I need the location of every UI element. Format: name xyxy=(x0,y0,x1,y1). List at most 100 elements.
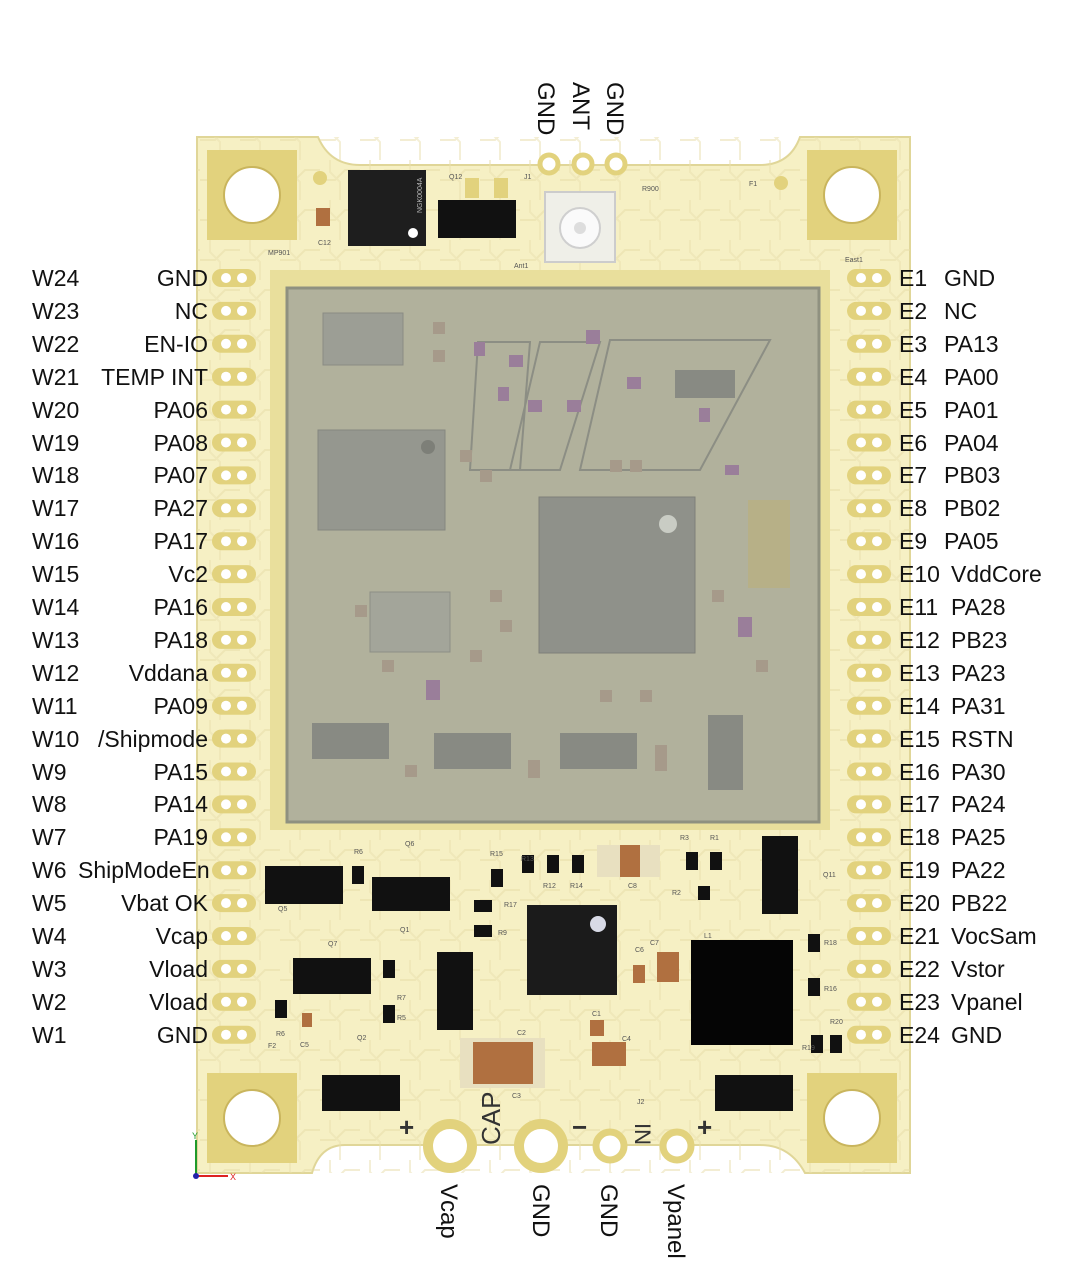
west-pad-w22 xyxy=(212,334,256,353)
west-pin-name: PA18 xyxy=(153,626,208,653)
east-pad-e13 xyxy=(847,663,891,682)
west-pad-w10 xyxy=(212,729,256,748)
west-pin-name: Vcap xyxy=(155,923,208,949)
silk-r1: R1 xyxy=(710,835,719,842)
silk-q12: Q12 xyxy=(449,174,462,181)
west-pin-number: W14 xyxy=(32,594,80,620)
east-pin-name: PA28 xyxy=(951,594,1006,620)
silk-r3: R3 xyxy=(680,835,689,842)
east-pin-number: E13 xyxy=(899,659,940,686)
silk-r18: R18 xyxy=(824,940,837,947)
west-pin-number: W5 xyxy=(32,890,67,917)
plus-mark-left: + xyxy=(399,1112,414,1142)
silk-j2: J2 xyxy=(637,1099,645,1106)
west-pin-name: Vload xyxy=(149,955,208,982)
silk-r6a: R6 xyxy=(354,849,363,856)
west-pin-number: W8 xyxy=(32,791,67,818)
west-pin-name: Vddana xyxy=(128,659,208,686)
west-pin-number: W16 xyxy=(32,528,80,555)
plus-mark-right: + xyxy=(697,1112,712,1142)
west-pin-number: W7 xyxy=(32,824,67,851)
silk-r5: R5 xyxy=(397,1015,406,1022)
east-pin-number: E16 xyxy=(899,758,940,785)
east-pin-number: E4 xyxy=(899,363,928,390)
silk-r17: R17 xyxy=(504,902,517,909)
east-pad-e9 xyxy=(847,532,891,551)
cap-mark: CAP xyxy=(476,1092,506,1145)
east-pin-number: E23 xyxy=(899,988,940,1015)
axis-y-label: Y xyxy=(192,1131,198,1141)
west-pin-number: W6 xyxy=(32,857,67,884)
east-pin-number: E2 xyxy=(899,297,928,324)
silk-r6b: R6 xyxy=(276,1031,285,1038)
west-pin-number: W3 xyxy=(32,955,67,982)
east-pad-e3 xyxy=(847,334,891,353)
silk-east1: East1 xyxy=(845,257,863,264)
silk-c12: C12 xyxy=(318,240,331,247)
east-pin-name: PA01 xyxy=(944,396,999,423)
mounting-holes xyxy=(207,150,897,1163)
silk-r2: R2 xyxy=(672,890,681,897)
east-pin-number: E22 xyxy=(899,955,940,982)
bottom-pin-label-vcap: Vcap xyxy=(435,1184,462,1239)
west-pin-name: Vload xyxy=(149,988,208,1015)
east-pin-number: E11 xyxy=(899,594,939,620)
west-pad-w23 xyxy=(212,301,256,320)
east-pin-name: GND xyxy=(944,265,996,291)
bottom-pin-label-vpanel: Vpanel xyxy=(662,1184,689,1259)
west-pad-w6 xyxy=(212,861,256,880)
west-pin-number: W20 xyxy=(32,396,80,423)
east-pin-name: PB22 xyxy=(951,890,1008,917)
east-pin-number: E12 xyxy=(899,626,940,653)
top-pin-label-gnd-right: GND xyxy=(601,82,628,136)
east-pin-name: PA13 xyxy=(944,330,999,357)
east-pin-name: PA04 xyxy=(944,429,999,456)
east-pad-e14 xyxy=(847,696,891,715)
silk-f2: F2 xyxy=(268,1043,276,1050)
east-pin-number: E7 xyxy=(899,462,928,489)
west-pin-name: TEMP INT xyxy=(101,363,208,390)
silk-r20: R20 xyxy=(830,1019,843,1026)
east-pin-number: E3 xyxy=(899,330,928,357)
west-pin-number: W22 xyxy=(32,330,80,357)
silk-c2: C2 xyxy=(517,1030,526,1037)
east-pin-number: E6 xyxy=(899,429,928,456)
east-pin-name: GND xyxy=(951,1021,1003,1048)
east-pin-name: PB03 xyxy=(944,462,1001,489)
west-pin-number: W9 xyxy=(32,758,67,785)
silk-r900: R900 xyxy=(642,186,659,193)
west-pin-number: W23 xyxy=(32,297,80,324)
west-pad-w7 xyxy=(212,828,256,847)
west-pin-name: Vbat OK xyxy=(121,890,208,917)
east-pin-name: Vpanel xyxy=(951,988,1023,1015)
west-pad-w11 xyxy=(212,696,256,715)
west-castellations xyxy=(212,269,256,1044)
silk-q11: Q11 xyxy=(823,872,836,879)
silk-chip-marking: NGK0004A xyxy=(417,177,424,213)
east-pin-name: PB02 xyxy=(944,495,1001,522)
west-pad-w17 xyxy=(212,499,256,518)
west-pin-name: PA19 xyxy=(153,824,208,851)
east-pad-e23 xyxy=(847,992,891,1011)
east-pin-number: E5 xyxy=(899,396,928,423)
west-pin-number: W18 xyxy=(32,462,80,489)
east-pad-e15 xyxy=(847,729,891,748)
west-pad-w21 xyxy=(212,367,256,386)
top-pin-label-gnd-left: GND xyxy=(532,82,559,136)
east-castellations xyxy=(847,269,891,1044)
west-pad-w24 xyxy=(212,269,256,287)
east-pad-e19 xyxy=(847,861,891,880)
east-pin-number: E17 xyxy=(899,791,940,818)
east-pad-e7 xyxy=(847,466,891,485)
west-pad-w15 xyxy=(212,565,256,584)
silk-c8: C8 xyxy=(628,883,637,890)
east-pad-e6 xyxy=(847,433,891,452)
west-pin-name: /Shipmode xyxy=(98,725,208,752)
east-pad-e16 xyxy=(847,762,891,781)
west-pin-number: W12 xyxy=(32,659,80,686)
in-mark: IN xyxy=(630,1123,655,1145)
silk-c4: C4 xyxy=(622,1036,631,1043)
silk-r9: R9 xyxy=(498,930,507,937)
east-pin-number: E19 xyxy=(899,857,940,884)
east-pad-e1 xyxy=(847,269,891,287)
